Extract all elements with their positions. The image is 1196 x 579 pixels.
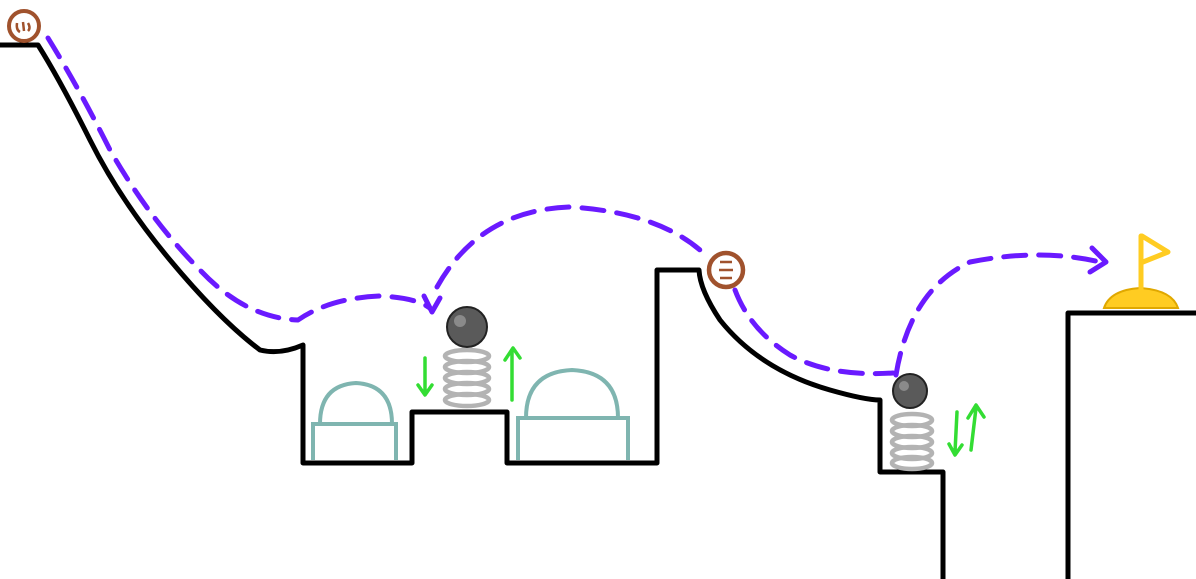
motion-arrows-spring-1 bbox=[416, 346, 522, 402]
dashed-trajectory-arc-2 bbox=[732, 287, 896, 377]
bouncing-spring-2[interactable] bbox=[889, 373, 935, 472]
ground-outline-left bbox=[0, 42, 946, 579]
trajectory-arrowhead bbox=[1087, 245, 1109, 275]
dashed-trajectory-arc-1 bbox=[434, 204, 703, 290]
dashed-trajectory-arc-3 bbox=[893, 252, 1103, 378]
motion-arrows-spring-2 bbox=[947, 403, 986, 457]
trajectory-arrowhead-small bbox=[421, 293, 443, 315]
rolling-ball-start[interactable] bbox=[7, 9, 41, 43]
dome-obstacle-left bbox=[311, 380, 398, 460]
ground-outline-right bbox=[1065, 310, 1196, 579]
dome-obstacle-right bbox=[516, 367, 630, 460]
goal-flag[interactable] bbox=[1102, 233, 1180, 309]
bouncing-spring-1[interactable] bbox=[442, 306, 492, 409]
dashed-trajectory-path bbox=[45, 35, 435, 323]
rolling-ball-mid[interactable] bbox=[706, 250, 746, 290]
spring-weight-2 bbox=[892, 373, 928, 409]
spring-weight-1 bbox=[446, 306, 488, 348]
